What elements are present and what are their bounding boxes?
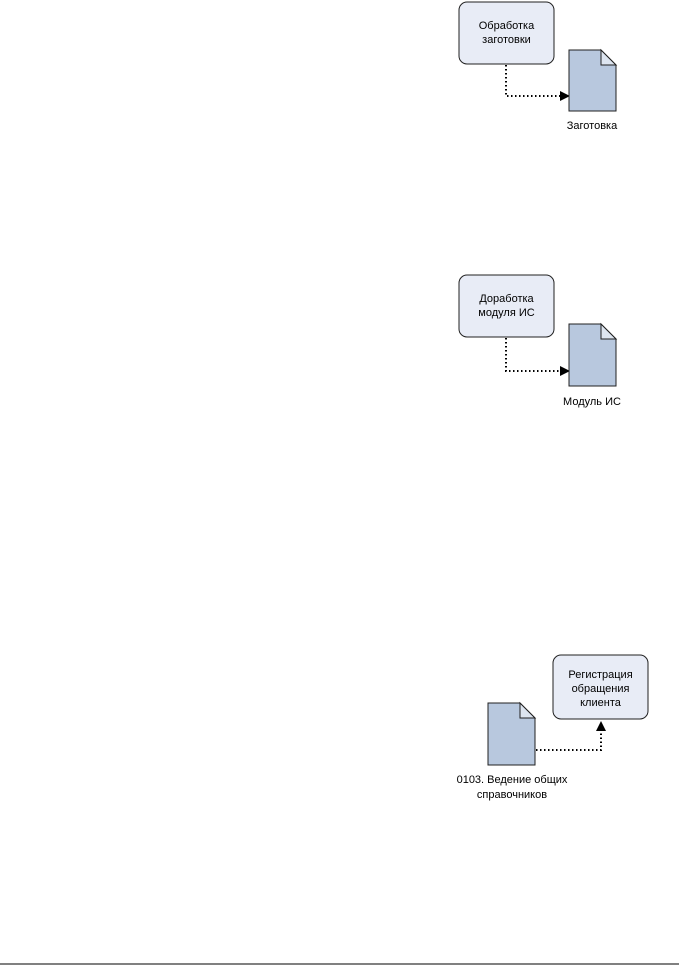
- connector-arrow-2: [505, 338, 562, 372]
- diagram-3: Регистрация обращения клиента 0103. Веде…: [457, 654, 649, 801]
- document-shape-1[interactable]: [568, 48, 618, 112]
- diagram-2: Доработка модуля ИС Модуль ИС: [458, 274, 621, 408]
- document-label-3-line-2: справочников: [477, 789, 547, 801]
- diagram-1: Обработка заготовки Заготовка: [458, 1, 618, 132]
- process-label-line: клиента: [580, 697, 622, 709]
- arrowhead-1: [560, 91, 570, 101]
- connector-arrow-3: [536, 729, 602, 751]
- process-label-line: обращения: [572, 683, 630, 695]
- process-box-1[interactable]: Обработка заготовки: [458, 1, 555, 65]
- process-box-2[interactable]: Доработка модуля ИС: [458, 274, 555, 338]
- document-label-2: Модуль ИС: [563, 396, 621, 408]
- arrowhead-2: [560, 366, 570, 376]
- process-label-line: заготовки: [482, 34, 531, 46]
- process-box-3[interactable]: Регистрация обращения клиента: [552, 654, 649, 720]
- process-label-line: модуля ИС: [478, 307, 534, 319]
- process-label-line: Обработка: [479, 20, 535, 32]
- process-label-line: Регистрация: [568, 669, 632, 681]
- document-shape-2[interactable]: [568, 322, 618, 387]
- process-label-line: Доработка: [479, 293, 534, 305]
- document-label-3-line-1: 0103. Ведение общих: [457, 774, 568, 786]
- arrowhead-3: [596, 721, 606, 731]
- document-label-1: Заготовка: [567, 120, 618, 132]
- document-shape-3[interactable]: [487, 701, 537, 766]
- connector-arrow-1: [505, 65, 562, 97]
